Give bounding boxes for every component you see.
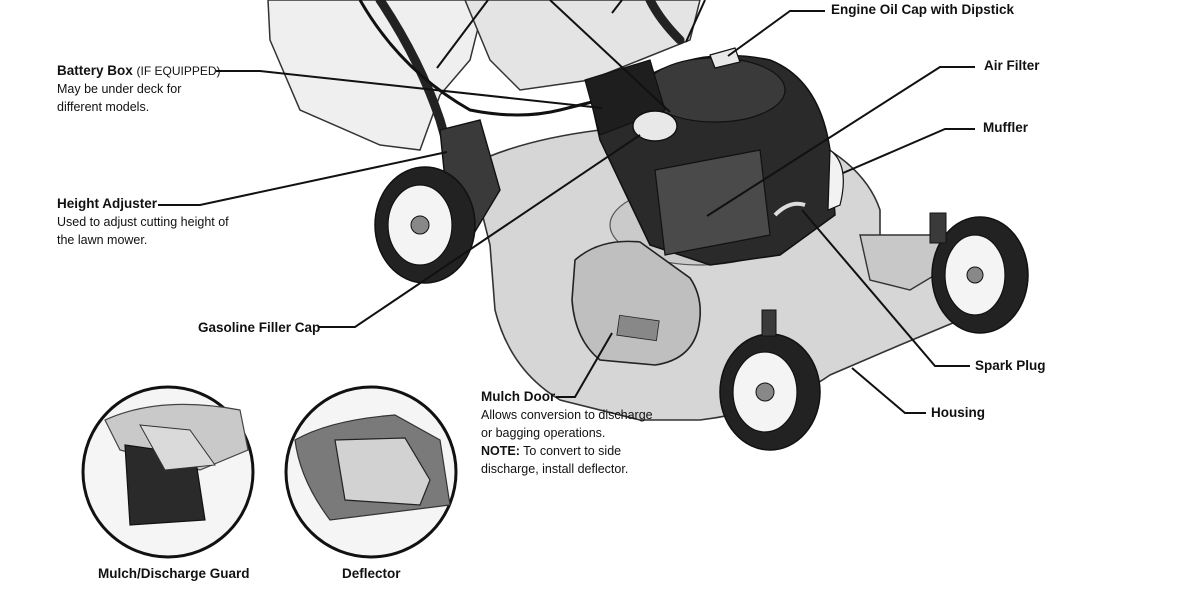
label-mulch-discharge-guard-title: Mulch/Discharge Guard xyxy=(98,566,250,581)
label-engine-oil-cap: Engine Oil Cap with Dipstick xyxy=(831,1,1014,19)
leader-height-adjuster xyxy=(158,151,448,206)
front-left-wheel xyxy=(719,333,821,451)
leader-bag-1 xyxy=(436,0,489,69)
label-spark-plug-title: Spark Plug xyxy=(975,358,1046,373)
front-adjuster-lever xyxy=(929,212,947,244)
mower-handle xyxy=(375,0,685,195)
label-mulch-door-desc-2: or bagging operations. xyxy=(481,426,606,440)
mulch-door xyxy=(571,240,701,366)
mulch-guard-inset xyxy=(81,385,255,559)
leader-air-filter xyxy=(706,66,975,217)
label-deflector: Deflector xyxy=(342,565,401,583)
label-mulch-door-note: NOTE: To convert to side xyxy=(481,442,653,460)
leader-mulch-door xyxy=(556,332,613,398)
label-height-adjuster: Height Adjuster Used to adjust cutting h… xyxy=(57,195,229,249)
label-mulch-discharge-guard: Mulch/Discharge Guard xyxy=(98,565,250,583)
front-left-adjuster-lever xyxy=(761,309,777,337)
label-housing-title: Housing xyxy=(931,405,985,420)
label-mulch-door-note-1: To convert to side xyxy=(519,444,622,458)
label-battery-box: Battery Box (IF EQUIPPED) May be under d… xyxy=(57,62,221,116)
label-battery-box-title: Battery Box xyxy=(57,63,133,78)
leader-bag-3 xyxy=(611,0,623,14)
label-mulch-door-title: Mulch Door xyxy=(481,389,556,404)
control-cable xyxy=(358,0,601,117)
leader-housing xyxy=(851,367,926,414)
label-engine-oil-cap-title: Engine Oil Cap with Dipstick xyxy=(831,2,1015,17)
label-housing: Housing xyxy=(931,404,985,422)
label-height-adjuster-desc-2: the lawn mower. xyxy=(57,233,148,247)
label-air-filter: Air Filter xyxy=(984,57,1040,75)
label-battery-box-desc-2: different models. xyxy=(57,100,150,114)
leader-lines xyxy=(158,0,975,414)
grass-bag xyxy=(267,0,701,151)
leader-spark-plug xyxy=(801,209,970,367)
rear-wheel xyxy=(374,166,476,284)
label-gasoline-filler-cap-title: Gasoline Filler Cap xyxy=(198,320,321,335)
label-gasoline-filler-cap: Gasoline Filler Cap xyxy=(198,319,320,337)
leader-gasoline-cap xyxy=(318,134,641,328)
label-air-filter-title: Air Filter xyxy=(984,58,1040,73)
leader-bag-4 xyxy=(685,0,706,43)
leader-engine-oil-cap xyxy=(727,10,825,57)
label-battery-box-desc-1: May be under deck for xyxy=(57,82,182,96)
label-spark-plug: Spark Plug xyxy=(975,357,1046,375)
label-battery-box-note: (IF EQUIPPED) xyxy=(136,64,221,78)
label-muffler: Muffler xyxy=(983,119,1028,137)
leader-bag-2 xyxy=(549,0,671,113)
label-height-adjuster-desc-1: Used to adjust cutting height of xyxy=(57,215,229,229)
front-right-wheel xyxy=(931,216,1029,334)
warning-label xyxy=(616,314,660,342)
leader-muffler xyxy=(842,128,975,174)
label-muffler-title: Muffler xyxy=(983,120,1028,135)
label-deflector-title: Deflector xyxy=(342,566,401,581)
deflector-inset xyxy=(284,385,458,559)
spark-plug-wire xyxy=(773,201,806,217)
label-mulch-door-note-2: discharge, install deflector. xyxy=(481,462,629,476)
label-mulch-door-note-label: NOTE: xyxy=(481,444,520,458)
label-height-adjuster-title: Height Adjuster xyxy=(57,196,158,211)
label-mulch-door-desc-1: Allows conversion to discharge xyxy=(481,408,653,422)
gasoline-cap xyxy=(632,110,678,142)
label-mulch-door: Mulch Door Allows conversion to discharg… xyxy=(481,388,653,478)
leader-battery-box xyxy=(216,70,603,109)
